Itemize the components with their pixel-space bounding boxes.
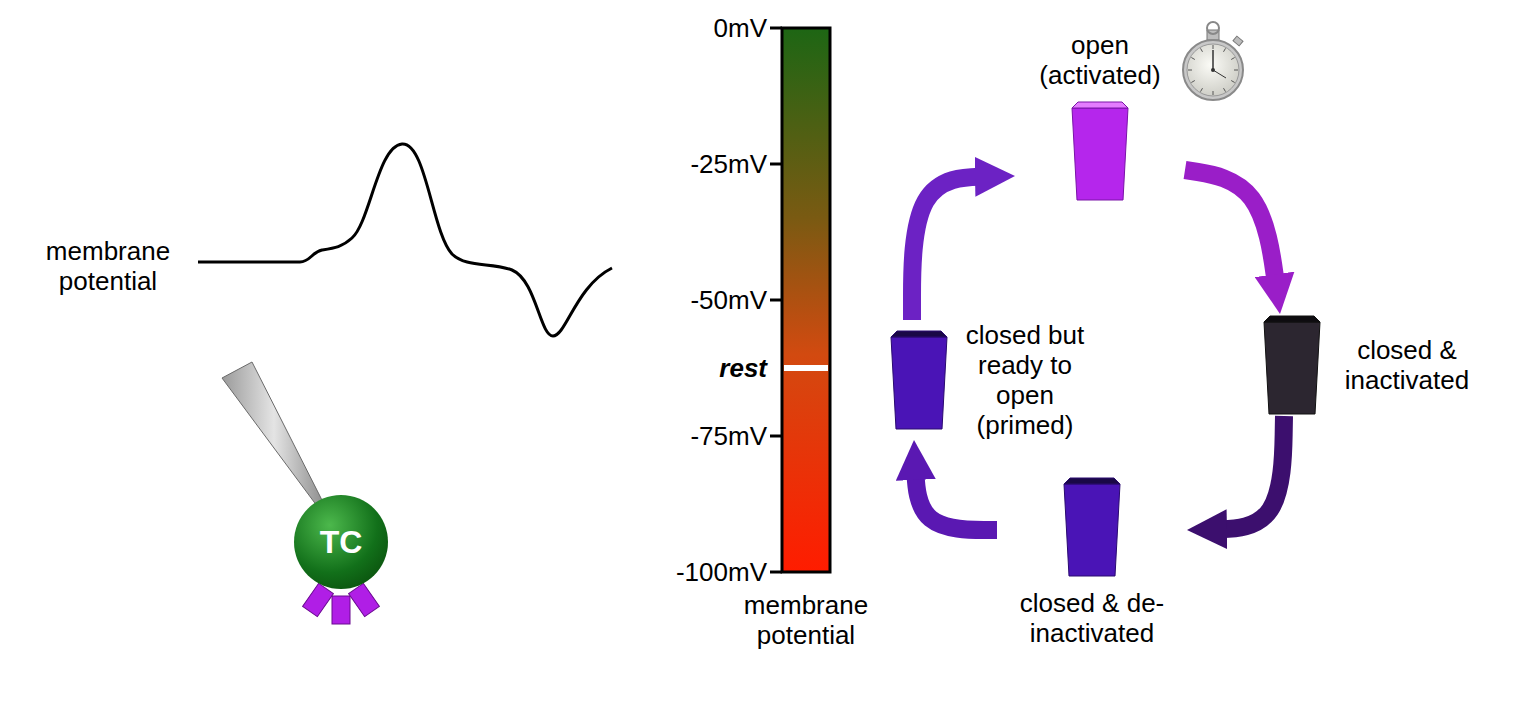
cell-label: TC — [320, 524, 363, 560]
cycle-arrow — [912, 176, 993, 320]
channel-state: closed but ready to open (primed) — [889, 320, 1091, 440]
stopwatch-tick — [1224, 48, 1226, 51]
channel-block — [1070, 100, 1130, 202]
cycle-arrow — [915, 462, 997, 530]
channel-body — [891, 337, 947, 429]
tick-label: 0mV — [714, 13, 767, 43]
axis-label: membrane potential — [18, 236, 198, 296]
stopwatch-tick — [1191, 81, 1194, 83]
potential-bar — [782, 28, 830, 572]
pipette — [222, 362, 326, 510]
state-label: closed but ready to open (primed) — [959, 320, 1091, 440]
stopwatch-icon — [1183, 22, 1243, 100]
stopwatch-tick — [1201, 48, 1203, 51]
tick-label: -100mV — [676, 557, 767, 587]
stopwatch-tick — [1188, 70, 1192, 71]
state-label: open (activated) — [1015, 30, 1185, 90]
channel-state: open (activated) — [1015, 30, 1185, 202]
cycle-arrow — [1209, 416, 1284, 530]
stopwatch-tick — [1231, 58, 1234, 60]
stopwatch-tick — [1213, 91, 1214, 95]
channel-top — [1264, 316, 1320, 322]
stopwatch-tick — [1191, 58, 1194, 60]
channel-block — [1262, 314, 1322, 416]
cycle-arrow — [1185, 170, 1277, 292]
channel-icons — [303, 583, 380, 624]
stopwatch-tick — [1201, 88, 1203, 91]
tick-marks — [770, 28, 782, 572]
channel-block — [1062, 476, 1122, 578]
stopwatch-tick — [1231, 81, 1234, 83]
channel-block — [889, 329, 949, 431]
state-label: closed & inactivated — [1332, 335, 1482, 395]
tick-label: -25mV — [690, 149, 767, 179]
channel-top — [891, 331, 947, 337]
channel-body — [1064, 484, 1120, 576]
tick-label: -50mV — [690, 285, 767, 315]
channel-state: closed & de-inactivated — [997, 476, 1187, 648]
stopwatch-tick — [1213, 45, 1214, 49]
channel-top — [1072, 102, 1128, 108]
rest-label: rest — [719, 353, 767, 383]
channel-top — [1064, 478, 1120, 484]
stopwatch-tick — [1224, 88, 1226, 91]
rest-marker — [784, 365, 828, 371]
voltage-trace — [198, 144, 612, 336]
cell-body: TC — [294, 495, 388, 589]
state-label: closed & de-inactivated — [997, 588, 1187, 648]
tick-label: -75mV — [690, 421, 767, 451]
channel-body — [1264, 322, 1320, 414]
stopwatch-tick — [1234, 70, 1238, 71]
channel-state: closed & inactivated — [1262, 314, 1482, 416]
axis-label: membrane potential — [711, 590, 901, 650]
channel-body — [1072, 108, 1128, 200]
